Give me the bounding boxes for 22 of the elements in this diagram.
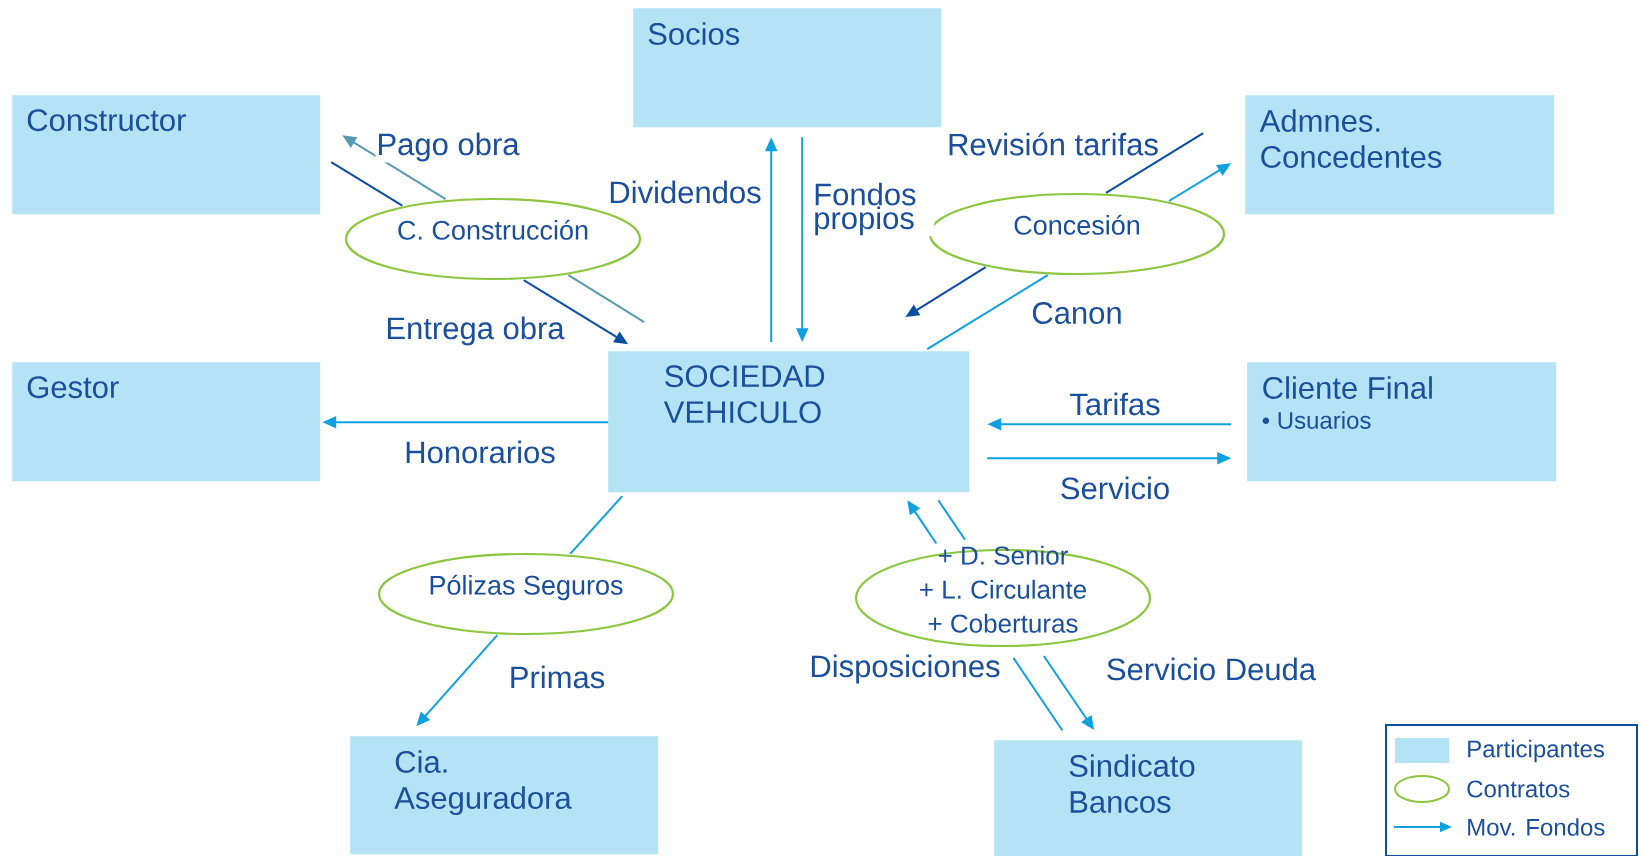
edge-label: Tarifas [1068, 391, 1162, 417]
edge-label: Revisión tarifas [946, 131, 1160, 157]
participant-box: Constructor [12, 95, 321, 215]
participant-box: Gestor [12, 362, 321, 482]
edge-label: Servicio [1058, 475, 1172, 501]
participant-box: Admnes. Concedentes [1245, 95, 1555, 215]
edge-label: Servicio Deuda [1104, 656, 1318, 682]
edge-label: Pago obra [375, 131, 521, 163]
edge-label: Primas [507, 664, 607, 690]
participant-box: Cia. Aseguradora [350, 736, 659, 855]
edge-label: Honorarios [403, 439, 557, 465]
legend-label: Contratos [1467, 780, 1570, 798]
participant-box: SOCIEDAD VEHICULO [608, 351, 970, 493]
edge-label: Disposiciones [808, 653, 1002, 685]
participant-box: Sindicato Bancos [994, 740, 1303, 856]
legend-label: Mov. Fondos [1468, 818, 1605, 836]
edge-label: Canon [1030, 301, 1124, 325]
legend-label: Participantes [1468, 739, 1605, 763]
edge-label: Entrega obra [384, 315, 566, 347]
participant-box: Socios [633, 8, 942, 128]
participant-box: Cliente Final • Usuarios [1247, 362, 1557, 482]
edge-label: Fondos propios [812, 181, 935, 237]
